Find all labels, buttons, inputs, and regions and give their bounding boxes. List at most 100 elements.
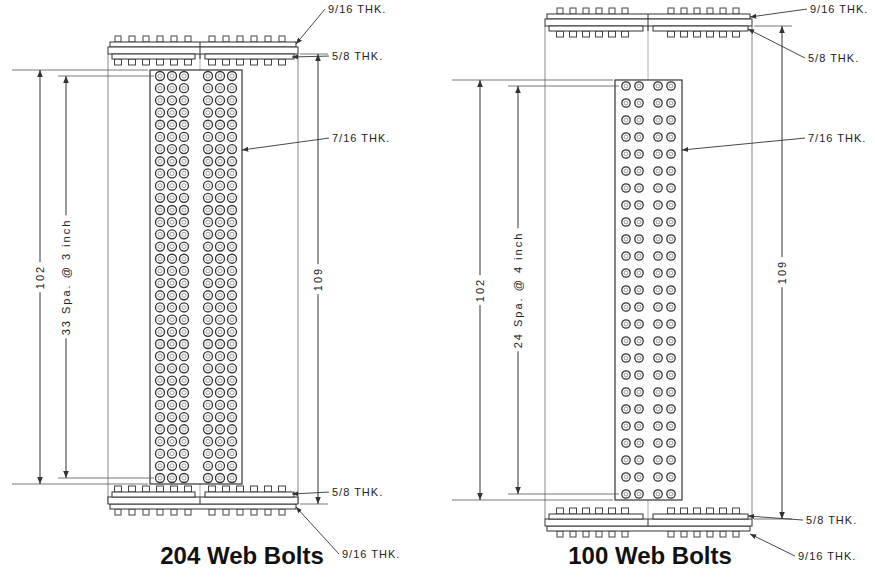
web-bolt-inner [637,237,641,241]
web-bolt-inner [624,84,628,88]
thickness-note: 5/8 THK. [332,486,383,498]
web-bolt-inner [158,379,162,383]
web-bolt-inner [170,293,174,297]
bolt-nut [596,31,603,37]
web-bolt-inner [230,379,234,383]
web-bolt [654,405,662,413]
web-bolt [180,461,189,470]
outer-splice-plate [110,42,296,47]
bolt-head [622,8,628,14]
bolt-nut [185,486,192,492]
web-bolt-inner [230,354,234,358]
bolt-head [668,8,674,14]
web-bolt [168,449,177,458]
web-bolt-inner [206,342,210,346]
bolt-head [279,36,285,42]
web-bolt [156,327,165,336]
web-bolt [216,72,225,81]
web-bolt [204,413,213,422]
dimension [754,26,792,519]
web-bolt-inner [669,254,673,258]
web-bolt [168,340,177,349]
web-bolt [228,400,237,409]
web-bolt-inner [656,373,660,377]
web-bolt [168,120,177,129]
web-bolt-inner [637,492,641,496]
web-bolt [622,116,630,124]
web-bolt-inner [170,171,174,175]
web-bolt-inner [637,424,641,428]
web-bolt-inner [230,245,234,249]
web-bolt [168,413,177,422]
web-bolt-inner [656,356,660,360]
web-bolt-inner [656,424,660,428]
bolt-nut [237,59,244,65]
web-bolt [168,303,177,312]
bolt-head [157,509,163,515]
web-bolt [228,437,237,446]
bolt-head [223,36,229,42]
web-bolt-inner [230,342,234,346]
web-bolt-inner [158,147,162,151]
web-bolt-inner [158,439,162,443]
extension-line [58,76,154,77]
web-bolt [228,72,237,81]
bolt-head [251,509,257,515]
bolt-head [609,8,615,14]
web-bolt-inner [182,245,186,249]
web-bolt [228,242,237,251]
web-bolt [180,474,189,483]
web-bolt [156,279,165,288]
web-bolt-inner [669,101,673,105]
bolt-nut [129,59,136,65]
web-bolt [667,167,675,175]
web-bolt-inner [206,184,210,188]
bolt-head [143,36,149,42]
web-bolt-inner [158,111,162,115]
web-bolt [204,145,213,154]
web-bolt-inner [182,135,186,139]
extension-line [12,70,148,71]
web-bolt [228,303,237,312]
web-bolt-inner [182,439,186,443]
web-bolt [654,422,662,430]
flange-plate [108,47,298,54]
web-bolt-inner [624,152,628,156]
web-bolt [204,120,213,129]
web-bolt [667,439,675,447]
web-bolt [667,269,675,277]
web-bolt [228,327,237,336]
web-bolt [635,269,643,277]
web-bolt [156,461,165,470]
web-bolt-inner [656,390,660,394]
bolt-head [115,509,121,515]
web-bolt-inner [624,135,628,139]
bolt-nut [720,31,727,37]
outer-splice-plate [547,526,750,531]
web-bolt-inner [158,257,162,261]
bolt-nut [143,59,150,65]
web-bolt [667,252,675,260]
web-bolt-inner [656,186,660,190]
bolt-nut [171,486,178,492]
dimension [12,70,148,484]
web-bolt-inner [182,342,186,346]
bolt-nut [570,508,577,514]
web-bolt-inner [624,492,628,496]
web-bolt [156,242,165,251]
flange-assembly [108,36,298,65]
web-bolt-inner [218,379,222,383]
web-bolt-inner [218,427,222,431]
web-bolt [622,167,630,175]
web-bolt [667,99,675,107]
web-bolt-inner [230,123,234,127]
web-bolt [204,461,213,470]
web-bolt-inner [218,452,222,456]
web-bolt-inner [637,101,641,105]
flange-assembly [108,486,298,515]
web-bolt [228,181,237,190]
figure-caption: 204 Web Bolts [160,543,324,569]
web-bolt [228,218,237,227]
bolt-nut [583,31,590,37]
